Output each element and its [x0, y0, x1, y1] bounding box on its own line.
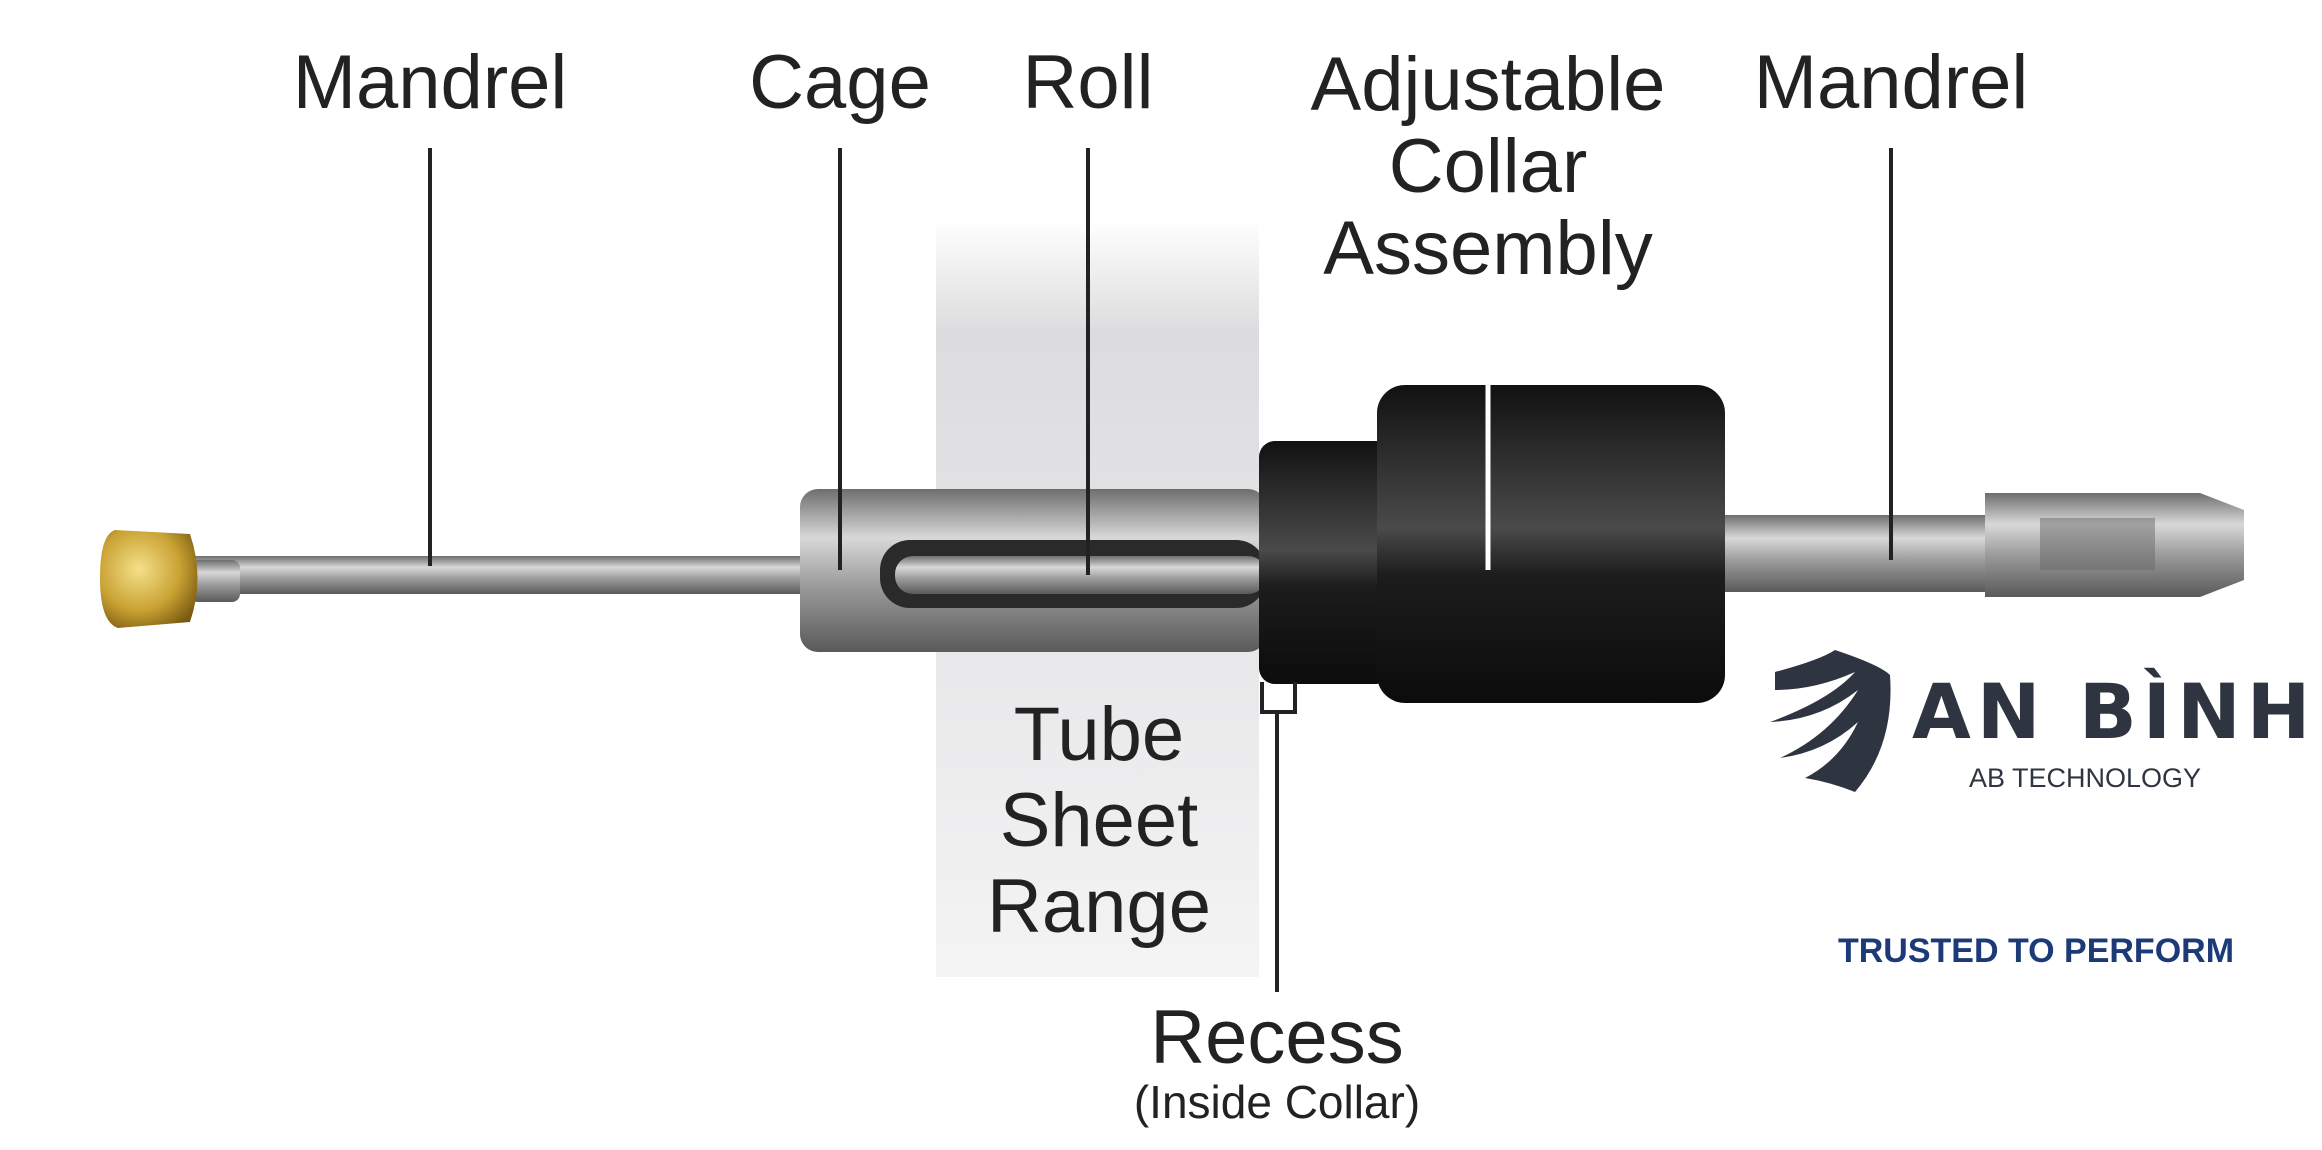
mandrel-rod-left — [195, 556, 815, 594]
tube-expander-tool — [100, 385, 2244, 703]
label-mandrel-right: Mandrel — [1754, 40, 2029, 125]
label-collar-line3: Assembly — [1323, 206, 1652, 291]
label-tube-line1: Tube — [1014, 692, 1184, 777]
recess-bracket — [1260, 682, 1297, 992]
label-tube-line2: Sheet — [1000, 778, 1199, 863]
label-cage: Cage — [749, 40, 931, 125]
collar-recess-part — [1259, 441, 1392, 684]
label-collar-line1: Adjustable — [1311, 42, 1666, 127]
label-recess: Recess — [1150, 995, 1403, 1080]
an-binh-logo: AN BÌNH AB TECHNOLOGY TRUSTED TO PERFORM — [1770, 650, 2316, 970]
label-tube-line3: Range — [987, 864, 1211, 949]
label-recess-note: (Inside Collar) — [1134, 1076, 1420, 1128]
label-collar-line2: Collar — [1389, 124, 1588, 209]
logo-name: AN BÌNH — [1912, 667, 2316, 756]
mandrel-shaft-right — [1725, 515, 1995, 592]
brass-cap-nut — [100, 530, 198, 628]
logo-tagline: TRUSTED TO PERFORM — [1838, 932, 2234, 970]
adjustable-collar — [1377, 385, 1725, 703]
label-mandrel-left: Mandrel — [293, 40, 568, 125]
logo-subtitle: AB TECHNOLOGY — [1969, 763, 2201, 793]
roll — [895, 556, 1266, 594]
shield-icon — [1770, 650, 1891, 792]
label-roll: Roll — [1023, 40, 1154, 125]
